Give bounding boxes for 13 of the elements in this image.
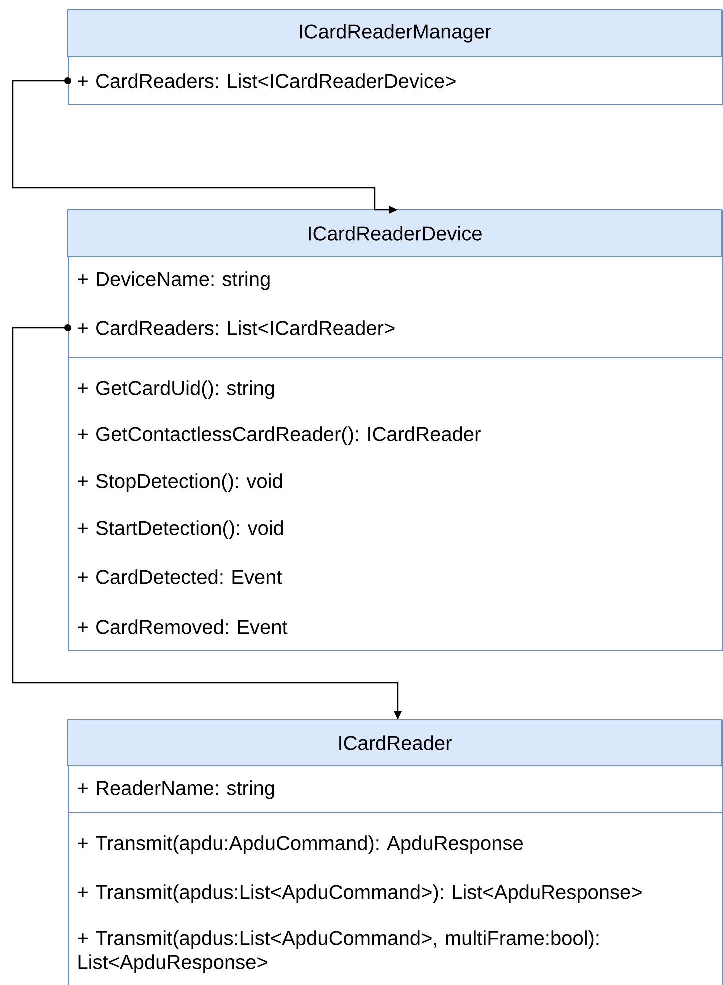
class-member: + Transmit(apdus:List<ApduCommand>, multiFrame:bool): List<ApduResponse> <box>78 930 599 974</box>
class-member: + StopDetection(): void <box>78 474 282 492</box>
class-member: + StartDetection(): void <box>78 520 284 540</box>
class-member: + Transmit(apdus:List<ApduCommand>): List<ApduResponse> <box>78 884 642 904</box>
class-member: + CardReaders: List<ICardReaderDevice> <box>78 74 456 88</box>
class-member: + CardReaders: List<ICardReader> <box>78 320 395 336</box>
class-member: + ReaderName: string <box>78 780 274 800</box>
class-member: + CardRemoved: Event <box>78 620 288 634</box>
class-member: + GetCardUid(): string <box>78 380 274 400</box>
class-member: + DeviceName: string <box>78 272 270 290</box>
class-member: + GetContactlessCardReader(): ICardReader <box>78 426 481 446</box>
class-member: + Transmit(apdu:ApduCommand): ApduResponse <box>78 836 523 854</box>
class-member: + CardDetected: Event <box>78 570 282 584</box>
